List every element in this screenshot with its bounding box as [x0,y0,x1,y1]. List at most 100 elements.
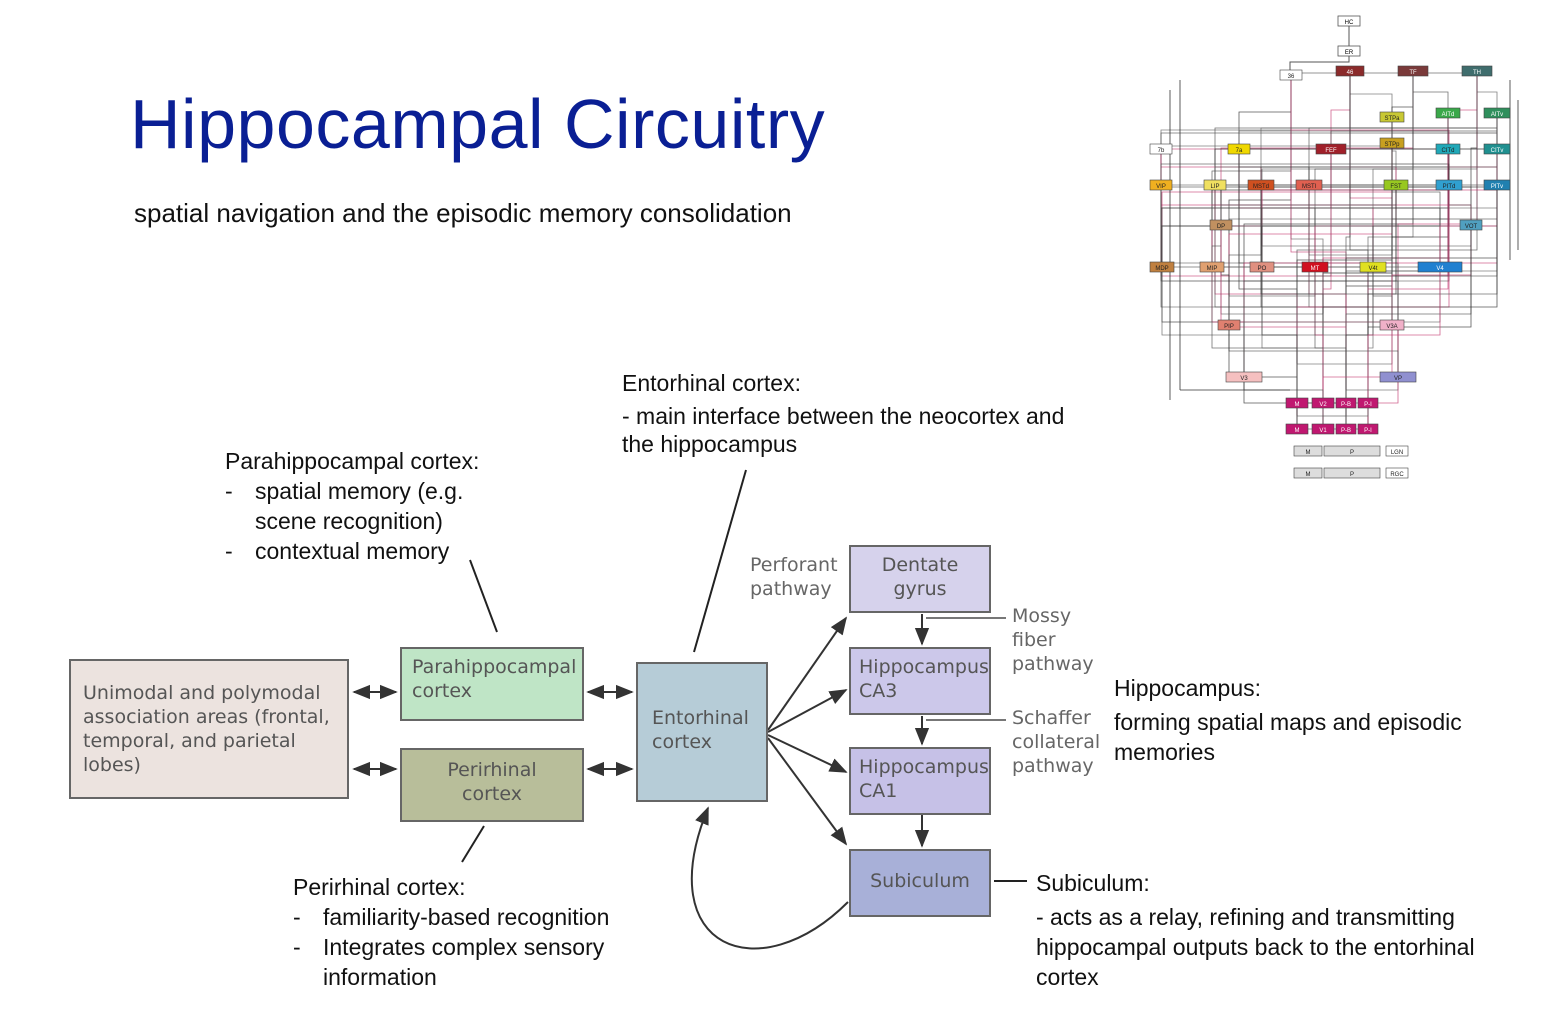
subiculum-return-arrow [690,806,849,950]
page-subtitle: spatial navigation and the episodic memo… [134,198,792,228]
network-node-label: VP [1394,376,1402,382]
subiculum-note: Subiculum: - acts as a relay, refining a… [1036,868,1536,992]
perirhinal-note-item: -familiarity-based recognition [293,904,610,930]
subiculum-note-text: - acts as a relay, refining and transmit… [1036,904,1475,990]
network-node [1397,65,1429,77]
network-node-label: MSTl [1302,184,1316,190]
network-node-label: V2 [1319,402,1327,408]
network-node [1483,179,1511,191]
network-node [1217,319,1241,331]
parahippocampal-note-item: -spatial memory (e.g. scene recognition) [225,478,464,534]
network-node-label: M [1306,450,1311,456]
perirhinal-note-item: -Integrates complex sensory information [293,934,605,990]
network-node [1383,179,1409,191]
network-connections [1160,71,1519,430]
network-node [1379,319,1405,331]
network-node [1335,423,1357,435]
network-node [1359,261,1387,273]
network-node [1357,423,1379,435]
entorhinal-ca3-arrow [767,689,848,733]
network-node-label: LGN [1391,450,1403,456]
network-node-label: AITd [1442,112,1455,118]
network-node-label: PITd [1443,184,1456,190]
network-node [1435,143,1461,155]
network-node [1247,179,1275,191]
parahippocampal-callout-line [469,559,498,633]
entorhinal-box: Entorhinal cortex [636,662,768,802]
network-node [1227,143,1251,155]
perforant-pathway-label: Perforant pathway [750,554,838,600]
network-node [1311,423,1335,435]
network-node [1323,445,1381,457]
schaffer-collateral-label: Schaffer collateral pathway [1012,707,1101,777]
network-node [1311,397,1335,409]
association-areas-box: Unimodal and polymodal association areas… [69,659,349,799]
network-node-label: STPa [1384,116,1400,122]
network-node-label: AITv [1491,112,1503,118]
network-node [1203,179,1227,191]
network-node [1249,261,1275,273]
network-node-label: P [1350,450,1354,456]
network-node-label: V4 [1436,266,1444,272]
network-node [1385,445,1409,457]
parahippocampal-note-heading: Parahippocampal cortex: [225,448,480,474]
ca3-box: Hippocampus CA3 [849,647,991,715]
entorhinal-callout-line [693,469,747,653]
network-node [1483,143,1511,155]
network-node [1379,111,1405,123]
entorhinal-dentate-arrow [767,616,848,731]
network-node-label: MDP [1155,266,1168,272]
network-node-label: CITv [1491,148,1504,154]
network-node [1335,65,1365,77]
network-node-label: MT [1311,266,1320,272]
network-node [1483,107,1511,119]
network-node [1293,467,1323,479]
network-node [1209,219,1233,231]
network-node-label: MIP [1207,266,1218,272]
network-node-label: STPp [1384,142,1400,148]
network-node-label: V4t [1368,266,1377,272]
perirhinal-note-heading: Perirhinal cortex: [293,874,466,900]
entorhinal-subiculum-arrow [767,737,848,846]
network-node [1279,69,1303,81]
mossy-fiber-label: Mossy fiber pathway [1012,605,1094,675]
network-node [1335,397,1357,409]
network-node-label: VOT [1465,224,1478,230]
network-node-label: DP [1217,224,1225,230]
network-node-label: 46 [1347,70,1354,76]
network-node-label: 7b [1158,148,1165,154]
network-node-label: 7a [1236,148,1243,154]
network-node-label: RGC [1390,472,1404,478]
hippocampus-note: Hippocampus: forming spatial maps and ep… [1114,673,1524,767]
network-node [1149,179,1173,191]
perirhinal-callout-line [461,825,485,863]
network-node-label: ER [1345,50,1354,56]
entorhinal-note: Entorhinal cortex: - main interface betw… [622,368,1082,458]
network-node [1295,179,1323,191]
ca1-box: Hippocampus CA1 [849,747,991,815]
perirhinal-box: Perirhinal cortex [400,748,584,822]
network-node-label: M [1306,472,1311,478]
network-node-label: P-B [1341,402,1351,408]
entorhinal-note-text: - main interface between the neocortex a… [622,403,1065,457]
hippocampus-note-heading: Hippocampus: [1114,675,1262,701]
network-node [1301,261,1329,273]
network-node [1315,143,1347,155]
network-node-label: MSTd [1253,184,1269,190]
network-node-label: P [1350,472,1354,478]
network-node [1323,467,1381,479]
network-node [1461,65,1493,77]
network-node-label: V3A [1386,324,1397,330]
network-node [1435,179,1463,191]
parahippocampal-box: Parahippocampal cortex [400,647,584,721]
network-node-label: PITv [1491,184,1503,190]
network-node [1285,423,1309,435]
perirhinal-note: Perirhinal cortex: -familiarity-based re… [293,872,653,992]
entorhinal-note-heading: Entorhinal cortex: [622,370,801,396]
network-node-label: M [1295,428,1300,434]
network-node [1149,261,1175,273]
network-node-label: PIP [1224,324,1234,330]
network-node-label: P-B [1341,428,1351,434]
network-node [1435,107,1461,119]
